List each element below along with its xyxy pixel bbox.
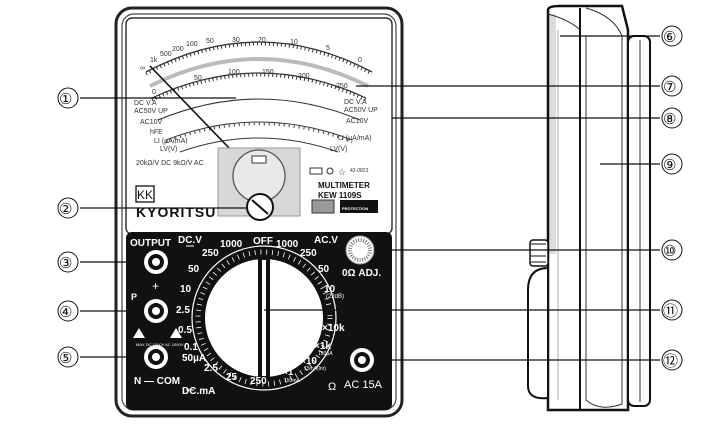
scale-dc-4: 200 [298,73,310,80]
scale-dc-2: 100 [228,69,240,76]
sensitivity-label: 20kΩ/V DC 9kΩ/V AC [136,160,204,167]
ohm-range-x10k: ×10k [322,323,345,334]
terminal-warning-text: MAX DC 1000V AC 1000V [136,342,184,347]
scale-ohm-0: ∞ [140,65,145,72]
scale-left-label-1: AC50V UP [134,108,168,115]
range-ohm-label: Ω [328,381,336,393]
scale-left-label-3: hFE [150,129,163,136]
acv-range-250: 250 [300,248,317,259]
model-title: MULTIMETER [318,181,370,190]
callout-2: ② [59,201,72,218]
protection-label: PROTECTION [342,206,368,211]
callout-8: ⑧ [663,111,676,128]
callout-lines [80,35,660,361]
callout-5: ⑤ [59,350,72,367]
terminal-p-label: P [131,292,137,302]
scale-dc-1: 50 [194,75,202,82]
acv-range-1000: 1000 [276,239,299,250]
acv-range-10: 10 [324,284,336,295]
scale-right-label-0: DC V.A [344,99,367,106]
dcma-range-25: 25 [226,372,238,383]
range-dcv-label: DC.V [178,235,202,246]
ohm-adjust-knob[interactable]: 0Ω ADJ. [342,235,381,279]
scale-ohm-9: 5 [326,45,330,52]
dcv-range-0.1: 0.1 [184,342,198,353]
scale-ohm-3: 200 [172,46,184,53]
scale-ohm-4: 100 [186,41,198,48]
callout-10: ⑩ [663,243,676,260]
scale-right-label-3: LI (µA/mA) [338,135,372,142]
scale-dc-0: 0 [152,89,156,96]
model-plate: MULTIMETER KEW 1109S PROTECTION [318,181,370,211]
scale-ohm-10: 0 [358,57,362,64]
side-knob [529,239,549,267]
scale-ohm-5: 50 [206,38,214,45]
callout-numbers: ① ② ③ ④ ⑤ ⑥ ⑦ ⑧ ⑨ ⑩ ⑪ ⑫ [57,25,683,371]
ohm-range-x1k-note: 150µA [318,351,333,357]
terminal-output-label: OUTPUT [130,238,171,249]
terminal-plus-label: + [152,279,159,293]
scale-ohm-6: 30 [232,37,240,44]
scale-left-label-5: LV(V) [160,146,177,153]
dcv-range-250: 250 [202,248,219,259]
terminal-n-com-label: N — COM [134,376,180,387]
dcv-range-2.5: 2.5 [176,305,190,316]
ohm-range-x1: ×1 [282,367,294,378]
scale-dc-5: 250 [336,83,348,90]
side-stand [527,266,549,400]
scale-left-label-4: LI (µA/mA) [154,138,188,145]
callout-6: ⑥ [663,29,676,46]
dcv-range-1000: 1000 [220,239,243,250]
dcma-range-2.5: 2.5 [204,363,218,374]
scale-ohm-1: 1k [150,57,158,64]
brand-name: KYORITSU [136,204,216,220]
scale-right-label-2: AC10V [346,118,369,125]
brand-logo-mark: KK [137,188,153,202]
ohm-range-x10: ×10 [300,356,317,367]
scale-ohm-7: 20 [258,37,266,44]
ohm-range-x10-note: 15mA(lnr) [304,366,326,372]
dcv-range-50: 50 [188,264,200,275]
range-acv-label: AC.V [314,235,338,246]
side-view [527,4,651,412]
acv-range-50: 50 [318,264,330,275]
callout-1: ① [59,91,72,108]
callout-9: ⑨ [663,157,676,174]
range-selector: OFF DC.V AC.V 1000 250 50 10 2.5 0.5 0.1… [176,235,345,397]
scale-left-label-0: DC V.A [134,100,157,107]
warning-triangle-icon [133,328,145,338]
callout-3: ③ [59,255,72,272]
callout-7: ⑦ [663,79,676,96]
dcv-range-0.5: 0.5 [178,325,192,336]
dcma-range-250: 250 [250,376,267,387]
ohm-range-x1k: ×1k [314,341,331,352]
dcma-range-50ua: 50µA [182,353,206,364]
acv-range-10-db: (22dB) [326,294,344,300]
scale-labels: ∞ 1k 500 200 100 50 30 20 10 5 0 0 50 10… [134,37,378,174]
callout-12: ⑫ [663,353,678,370]
model-code: 42-0823 [350,168,369,174]
callout-4: ④ [59,304,72,321]
callout-11: ⑪ [663,303,678,320]
scale-ohm-8: 10 [290,39,298,46]
range-dcma-label: DC.mA [182,386,215,397]
scale-right-label-1: AC50V UP [344,107,378,114]
ohm-adjust-label: 0Ω ADJ. [342,268,381,279]
ohm-range-x1-note: 150mA [284,378,301,384]
terminals: OUTPUT + P MAX DC 1000V AC 1000V N — COM… [130,238,383,391]
range-off: OFF [253,236,273,247]
model-name: KEW 1109S [318,191,362,200]
dcv-range-10: 10 [180,284,192,295]
scale-left-label-2: AC10V [140,119,163,126]
scale-right-label-4: LV(V) [330,146,347,153]
scale-ohm-2: 500 [160,51,172,58]
ac15a-label: AC 15A [344,379,383,391]
svg-text:☆: ☆ [338,167,346,177]
meter-window: ☆ [125,17,393,235]
scale-dc-3: 150 [262,69,274,76]
